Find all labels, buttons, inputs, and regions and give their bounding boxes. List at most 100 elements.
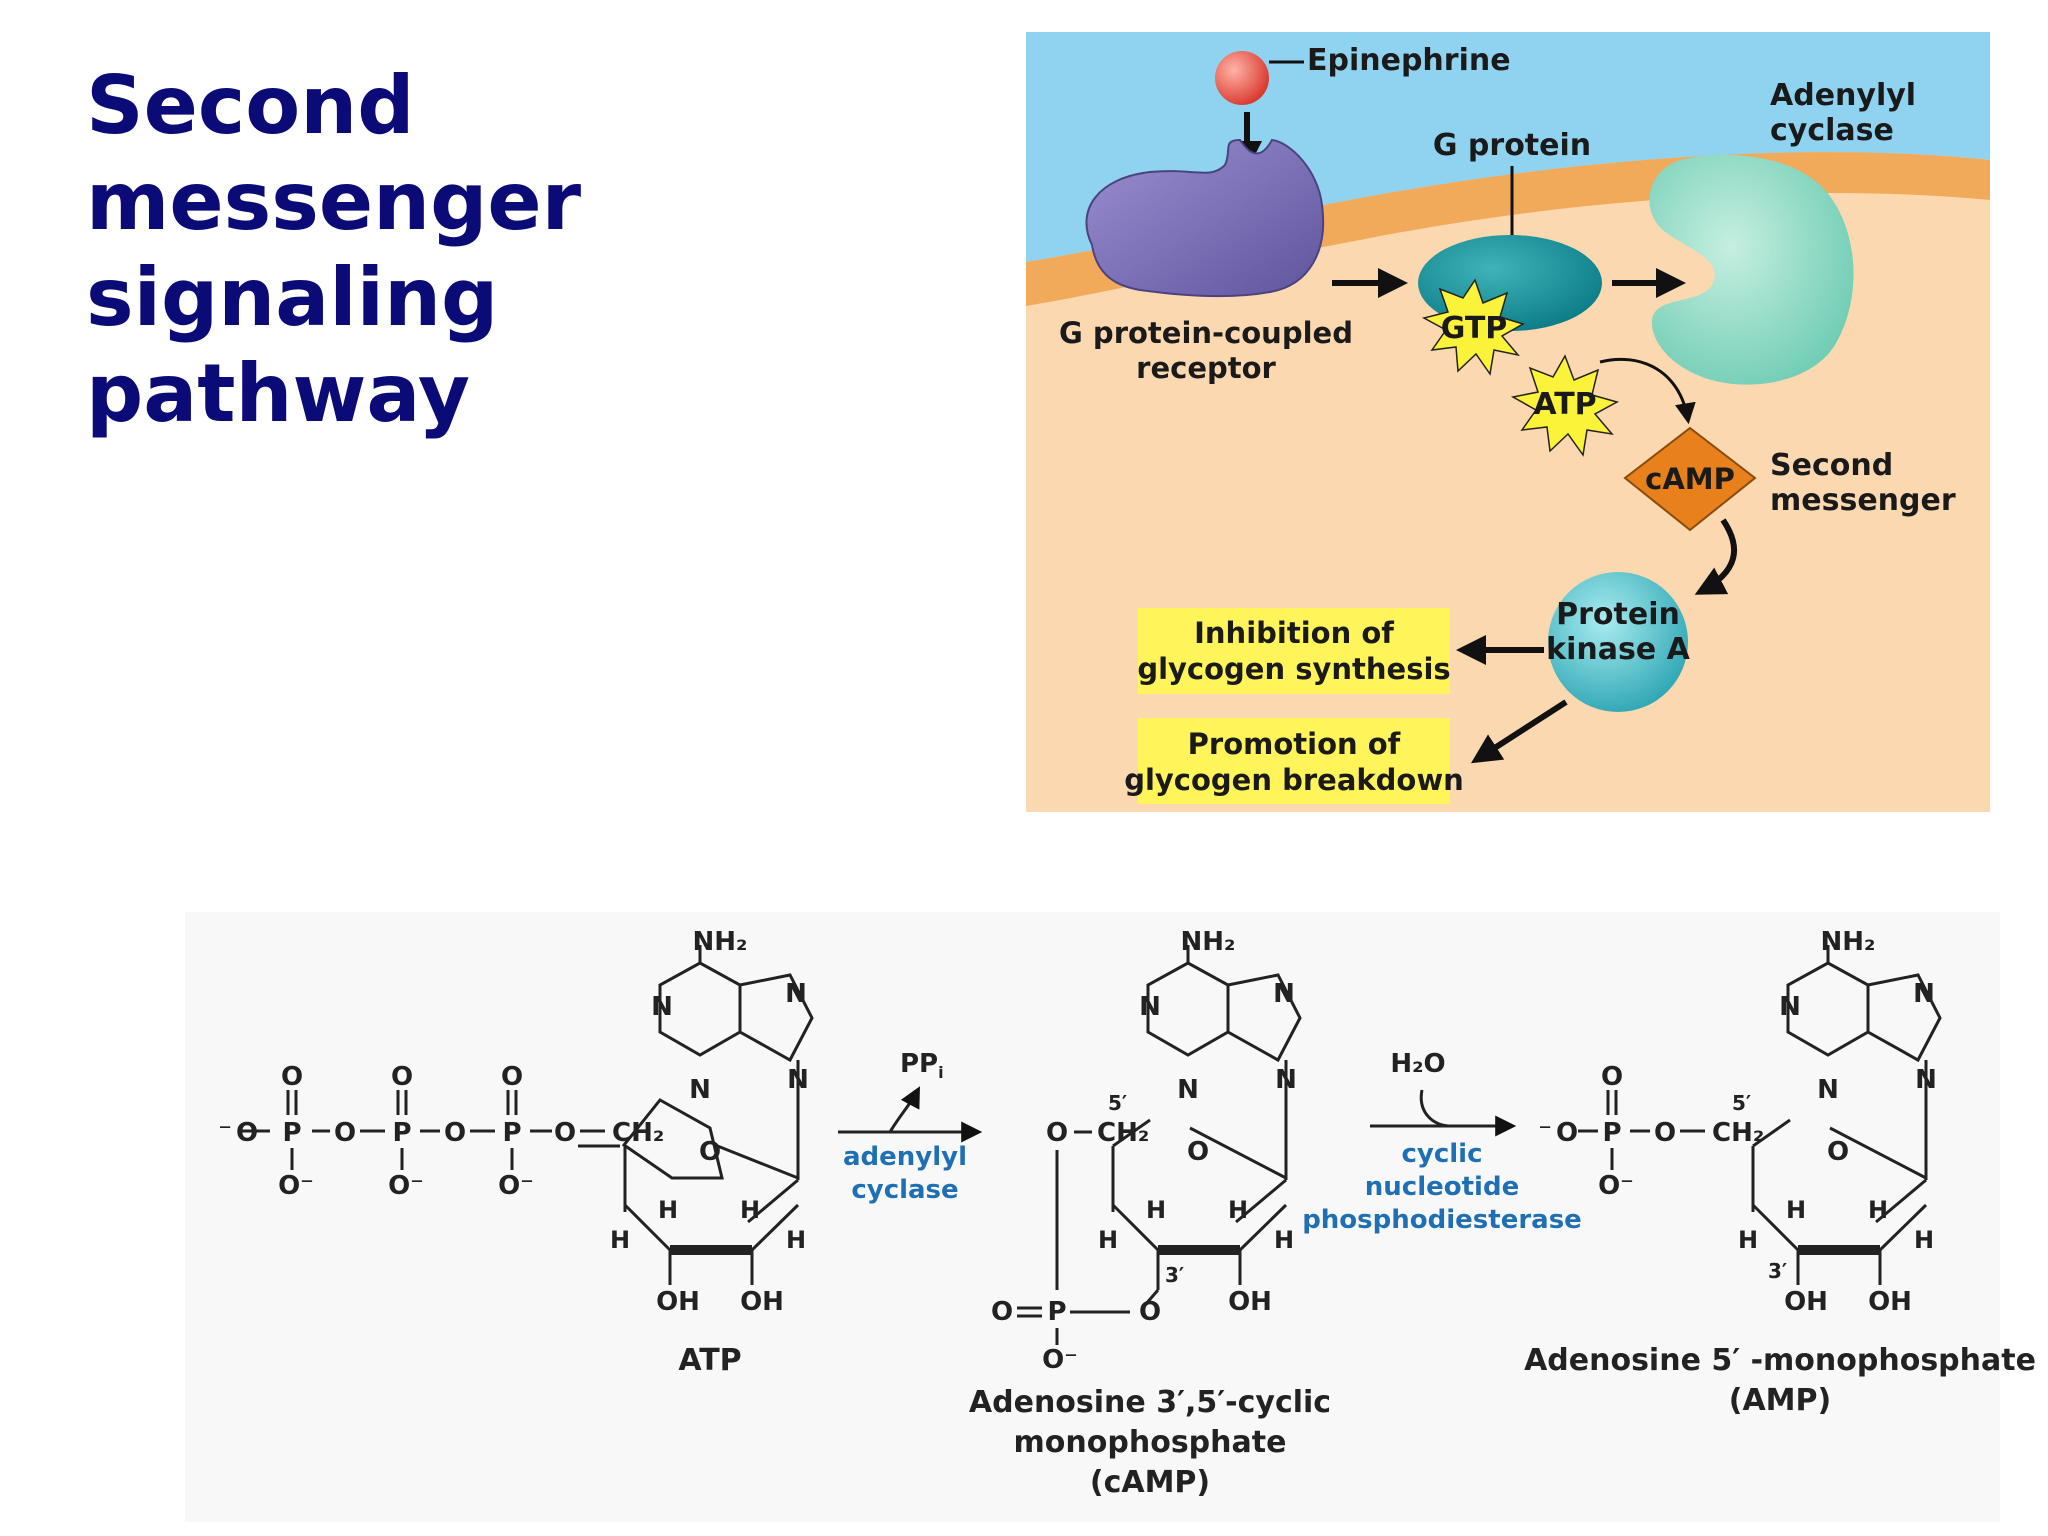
camp-3prime: 3′ — [1165, 1263, 1184, 1287]
gpcr-protein — [1085, 138, 1325, 298]
pka-to-effect2-arrow — [1470, 699, 1568, 764]
amp-h3: H — [1738, 1226, 1758, 1254]
amp-name-line1: Adenosine 5′ -monophosphate — [1524, 1343, 2036, 1378]
enzyme1-line2: cyclase — [851, 1175, 958, 1205]
enzyme2-line1: cyclic — [1401, 1139, 1482, 1169]
pp-label: PPi — [900, 1049, 944, 1082]
second-messenger-label-line1: Second — [1770, 448, 1893, 483]
atp-n1-label: N — [651, 992, 673, 1022]
atp-h1: H — [658, 1196, 678, 1224]
epinephrine-molecule — [1215, 51, 1269, 105]
atp-nh2-label: NH₂ — [693, 927, 748, 957]
adenylyl-cyclase-label-line2: cyclase — [1770, 113, 1894, 148]
reaction-scheme: NH₂ N N N N O ⁻ O P O P O P O CH₂ O O O … — [185, 912, 2036, 1522]
amp-n3-label: N — [1817, 1075, 1839, 1105]
pka-label-line1: Protein — [1556, 597, 1680, 632]
amp-3prime: 3′ — [1768, 1259, 1787, 1283]
amp-minus-left: ⁻ — [1538, 1117, 1552, 1147]
atp-h3: H — [610, 1226, 630, 1254]
camp-p: P — [1047, 1297, 1066, 1327]
atp-o-bottom2: O⁻ — [388, 1171, 424, 1201]
camp-n7-label: N — [1273, 979, 1295, 1009]
camp-to-pka-arrow — [1694, 518, 1738, 595]
amp-structure — [1578, 945, 1942, 1285]
atp-o-top2: O — [391, 1062, 413, 1092]
water-entry-arrow — [1419, 1089, 1449, 1128]
pp-release-arrow — [888, 1086, 920, 1133]
atp-n3-label: N — [689, 1075, 711, 1105]
camp-o-double: O — [991, 1297, 1013, 1327]
protein-kinase-a — [1548, 572, 1688, 712]
amp-o-top: O — [1601, 1062, 1623, 1092]
amp-5prime: 5′ — [1732, 1091, 1751, 1115]
title-line-2: signaling pathway — [86, 251, 499, 440]
camp-o5: O — [1046, 1118, 1068, 1148]
enzyme2-line3: phosphodiesterase — [1302, 1205, 1582, 1235]
amp-o-bottom: O⁻ — [1598, 1171, 1634, 1201]
atp-o-bridge2: O — [444, 1118, 466, 1148]
camp-ch2: CH₂ — [1097, 1118, 1149, 1148]
adenylyl-cyclase — [1649, 154, 1854, 385]
amp-h2: H — [1868, 1196, 1888, 1224]
atp-n7-label: N — [785, 979, 807, 1009]
reaction-background — [185, 912, 2000, 1522]
atp-o-top3: O — [501, 1062, 523, 1092]
camp-ring-o: O — [1187, 1137, 1209, 1167]
camp-h4: H — [1274, 1226, 1294, 1254]
camp-o3: O — [1139, 1297, 1161, 1327]
g-protein-label: G protein — [1433, 128, 1591, 163]
atp-p2: P — [392, 1118, 411, 1148]
atp-h2: H — [740, 1196, 760, 1224]
amp-oh2: OH — [1868, 1287, 1912, 1317]
amp-n9-label: N — [1915, 1065, 1937, 1095]
effect1-line1: Inhibition of — [1194, 616, 1394, 650]
atp-p1: P — [282, 1118, 301, 1148]
camp-h3: H — [1098, 1226, 1118, 1254]
atp-o-bridge1: O — [334, 1118, 356, 1148]
gpcr-label-line2: receptor — [1136, 351, 1276, 385]
slide-title: Second messenger signaling pathway — [86, 58, 846, 442]
pka-label-line2: kinase A — [1546, 632, 1690, 667]
camp-name-line2: monophosphate — [1014, 1425, 1287, 1460]
camp-n3-label: N — [1177, 1075, 1199, 1105]
effect2-box — [1138, 718, 1450, 804]
atp-n9-label: N — [787, 1065, 809, 1095]
atp-starburst — [1510, 354, 1619, 457]
atp-o-bridge3: O — [554, 1118, 576, 1148]
camp-h2: H — [1228, 1196, 1248, 1224]
camp-structure — [1017, 945, 1302, 1345]
atp-p3: P — [502, 1118, 521, 1148]
atp-o-bottom3: O⁻ — [498, 1171, 534, 1201]
atp-h4: H — [786, 1226, 806, 1254]
camp-h1: H — [1146, 1196, 1166, 1224]
effect2-line2: glycogen breakdown — [1124, 763, 1464, 797]
camp-nh2-label: NH₂ — [1181, 927, 1236, 957]
amp-name-line2: (AMP) — [1729, 1383, 1831, 1418]
atp-name: ATP — [678, 1343, 741, 1378]
enzyme2-line2: nucleotide — [1365, 1172, 1519, 1202]
atp-o-minus-left: ⁻ — [218, 1117, 232, 1147]
gpcr-label-line1: G protein-coupled — [1059, 316, 1353, 350]
amp-nh2-label: NH₂ — [1821, 927, 1876, 957]
atp-o-bottom1: O⁻ — [278, 1171, 314, 1201]
effect1-line2: glycogen synthesis — [1137, 652, 1450, 686]
camp-oh: OH — [1228, 1287, 1272, 1317]
signaling-pathway-panel: Epinephrine G protein-coupled receptor G… — [1026, 32, 1990, 812]
amp-h4: H — [1914, 1226, 1934, 1254]
atp-o-top1: O — [281, 1062, 303, 1092]
camp-name-line3: (cAMP) — [1090, 1465, 1210, 1500]
amp-o-left: O — [1556, 1118, 1578, 1148]
camp-o-minus: O⁻ — [1042, 1345, 1078, 1375]
amp-n7-label: N — [1913, 979, 1935, 1009]
atp-to-camp-arrow — [1599, 357, 1696, 425]
camp-5prime: 5′ — [1108, 1091, 1127, 1115]
amp-p: P — [1602, 1118, 1621, 1148]
camp-diamond — [1623, 426, 1757, 532]
amp-ring-o: O — [1827, 1137, 1849, 1167]
camp-n9-label: N — [1275, 1065, 1297, 1095]
camp-label: cAMP — [1645, 462, 1735, 496]
amp-ch2: CH₂ — [1712, 1118, 1764, 1148]
effect2-line1: Promotion of — [1188, 727, 1401, 761]
enzyme1-line1: adenylyl — [843, 1142, 967, 1172]
